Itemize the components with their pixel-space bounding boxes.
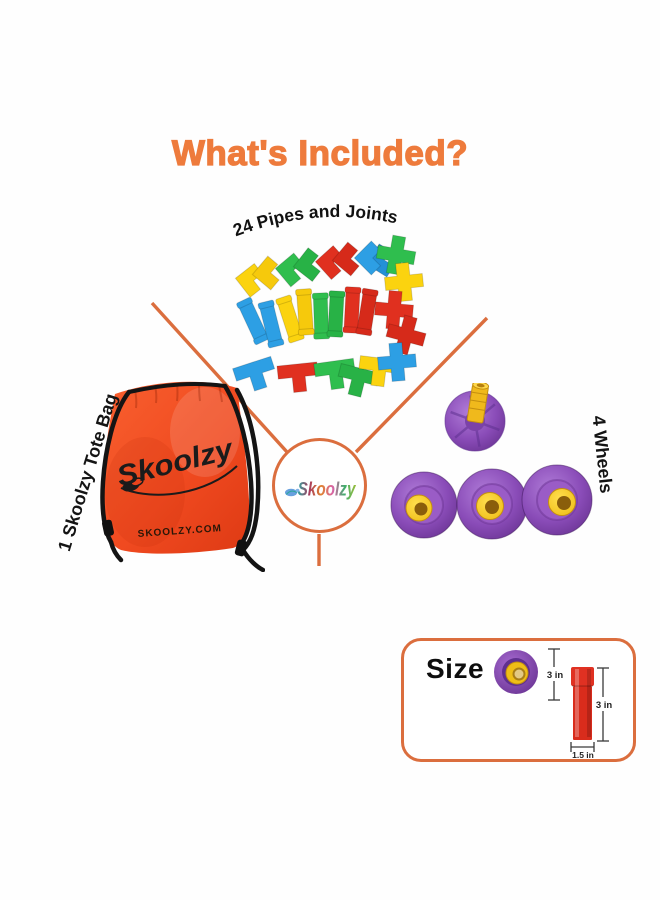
turtle-icon	[284, 488, 299, 496]
bag-logo-doodle	[122, 477, 144, 492]
size-heading: Size	[426, 653, 485, 684]
pipe-width-label: 1.5 in	[572, 750, 594, 759]
bag-cord-toggle-right	[234, 539, 248, 557]
size-box: Size 3 in	[401, 638, 636, 762]
bag-drawstrings	[100, 382, 265, 572]
bag-cord-toggle-left	[102, 519, 114, 537]
wheel-height-label: 3 in	[547, 670, 564, 681]
brand-hub-circle: Skoolzy	[272, 438, 367, 533]
bag-body	[100, 381, 250, 554]
brand-logo: Skoolzy	[284, 478, 356, 500]
wheel-2	[456, 468, 528, 540]
wheel-1	[390, 471, 458, 539]
wheel-top	[444, 383, 506, 452]
wheel-peg	[466, 383, 490, 424]
size-pipe	[571, 667, 594, 740]
tote-bag-photo: Skoolzy SKOOLZY.COM	[100, 381, 265, 572]
brand-logo-text: Skoolzy	[297, 478, 356, 500]
size-wheel	[494, 650, 538, 694]
wheel-3	[521, 464, 593, 536]
wheels-photo	[390, 383, 593, 540]
pipe-height-label: 3 in	[596, 700, 613, 711]
page-title: What's Included?	[171, 133, 469, 173]
svg-text:24 Pipes and Joints: 24 Pipes and Joints	[230, 201, 400, 240]
pipe-width-measure	[570, 742, 595, 752]
pipes-label: 24 Pipes and Joints	[230, 201, 400, 240]
size-diagram: 3 in 3 in 1.5 in	[494, 648, 616, 759]
